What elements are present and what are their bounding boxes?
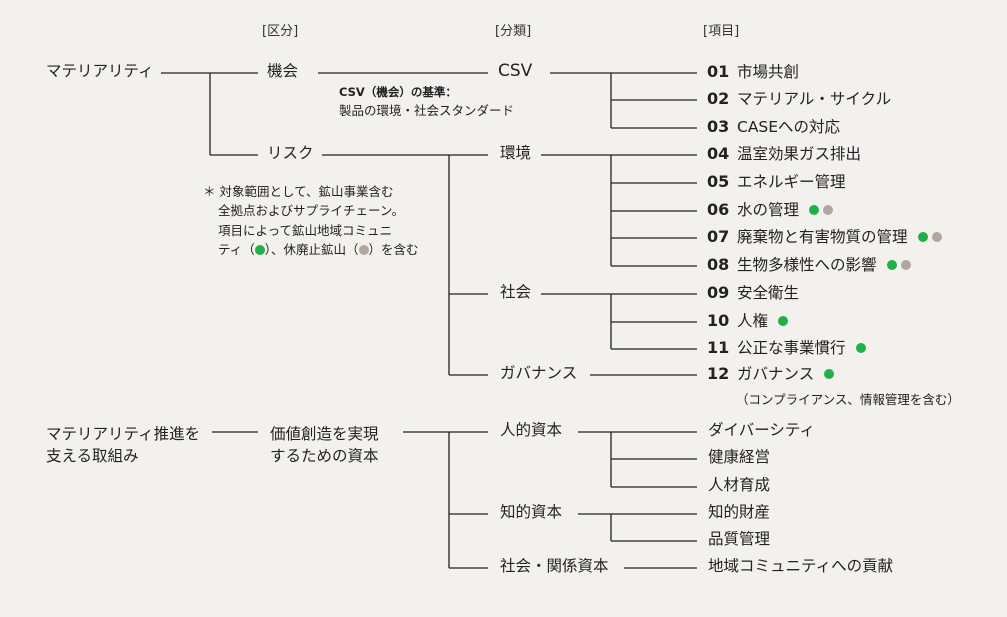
green-dot-icon (254, 244, 265, 255)
green-dot-icon (824, 368, 835, 379)
gray-dot-icon (931, 231, 942, 242)
node-human-capital: 人的資本 (500, 421, 563, 439)
node-social-capital: 社会・関係資本 (500, 557, 609, 575)
item-label: 温室効果ガス排出 (737, 145, 862, 163)
materiality-item: 01 市場共創 (707, 64, 799, 81)
node-society: 社会 (500, 283, 532, 301)
materiality-item: 09 安全衛生 (707, 285, 799, 302)
item-number: 08 (707, 255, 730, 274)
risk-note-line: ＊ 対象範囲として、鉱山事業含む (203, 184, 394, 199)
item-number: 01 (707, 62, 730, 81)
leaf-item: 人材育成 (708, 476, 771, 494)
gray-dot-icon (823, 204, 834, 215)
csv-note-body: 製品の環境・社会スタンダード (339, 103, 515, 118)
materiality-item: 06 水の管理 (707, 200, 834, 219)
item-number: 12 (707, 364, 730, 383)
materiality-item: 05 エネルギー管理 (707, 174, 846, 191)
node-risk: リスク (267, 144, 314, 162)
governance-note: （コンプライアンス、情報管理を含む） (736, 392, 960, 407)
item-label: マテリアル・サイクル (737, 90, 892, 108)
item-label: 人権 (737, 312, 769, 330)
header-classification: [分類] (495, 24, 532, 39)
leaf-item: 知的財産 (708, 503, 771, 521)
green-dot-icon (917, 231, 928, 242)
header-category: [区分] (262, 24, 299, 39)
leaf-item: 健康経営 (708, 448, 771, 466)
promotion-root: マテリアリティ推進を 支える取組み (46, 425, 201, 466)
item-label: 公正な事業慣行 (737, 339, 846, 357)
item-number: 06 (707, 200, 730, 219)
node-intellectual-capital: 知的資本 (500, 503, 563, 521)
item-number: 04 (707, 144, 730, 163)
item-label: 廃棄物と有害物質の管理 (737, 228, 908, 246)
item-label: CASEへの対応 (737, 118, 841, 136)
risk-note-line: ティ（）、休廃止鉱山（）を含む (218, 242, 419, 258)
item-number: 02 (707, 89, 730, 108)
header-item: [項目] (703, 24, 740, 39)
item-label: 安全衛生 (737, 284, 800, 302)
leaf-item: 品質管理 (708, 530, 771, 548)
materiality-item: 02 マテリアル・サイクル (707, 91, 891, 108)
item-number: 11 (707, 338, 730, 357)
green-dot-icon (886, 259, 897, 270)
item-label: エネルギー管理 (737, 173, 846, 191)
green-dot-icon (778, 315, 789, 326)
leaf-item: ダイバーシティ (708, 421, 815, 439)
item-number: 03 (707, 117, 730, 136)
item-label: 市場共創 (737, 63, 800, 81)
item-number: 10 (707, 311, 730, 330)
materiality-item: 12 ガバナンス (707, 364, 835, 383)
materiality-root: マテリアリティ (46, 62, 154, 80)
risk-note-line: 項目によって鉱山地域コミュニ (218, 222, 393, 238)
materiality-item: 03 CASEへの対応 (707, 119, 840, 136)
item-label: 水の管理 (737, 201, 800, 219)
green-dot-icon (855, 342, 866, 353)
risk-note: ＊ 対象範囲として、鉱山事業含む 全拠点およびサプライチェーン。 項目によって鉱… (203, 182, 419, 260)
materiality-item: 08 生物多様性への影響 (707, 257, 911, 274)
gray-dot-icon (358, 244, 369, 255)
materiality-item: 07 廃棄物と有害物質の管理 (707, 229, 942, 246)
item-number: 07 (707, 227, 730, 246)
leaf-item: 地域コミュニティへの貢献 (708, 557, 894, 575)
green-dot-icon (809, 204, 820, 215)
materiality-item: 04 温室効果ガス排出 (707, 146, 861, 163)
node-environment: 環境 (500, 144, 532, 162)
promotion-mid: 価値創造を実現 するための資本 (270, 425, 379, 466)
item-label: ガバナンス (737, 365, 815, 383)
gray-dot-icon (900, 259, 911, 270)
node-csv: CSV (498, 61, 533, 81)
item-label: 生物多様性への影響 (737, 256, 877, 274)
risk-note-line: 全拠点およびサプライチェーン。 (218, 203, 405, 219)
node-opportunity: 機会 (267, 62, 299, 80)
csv-note-title: CSV（機会）の基準： (339, 85, 457, 99)
item-number: 09 (707, 283, 730, 302)
node-governance: ガバナンス (500, 364, 578, 382)
materiality-item: 11 公正な事業慣行 (707, 340, 866, 357)
item-number: 05 (707, 172, 730, 191)
materiality-item: 10 人権 (707, 311, 789, 330)
